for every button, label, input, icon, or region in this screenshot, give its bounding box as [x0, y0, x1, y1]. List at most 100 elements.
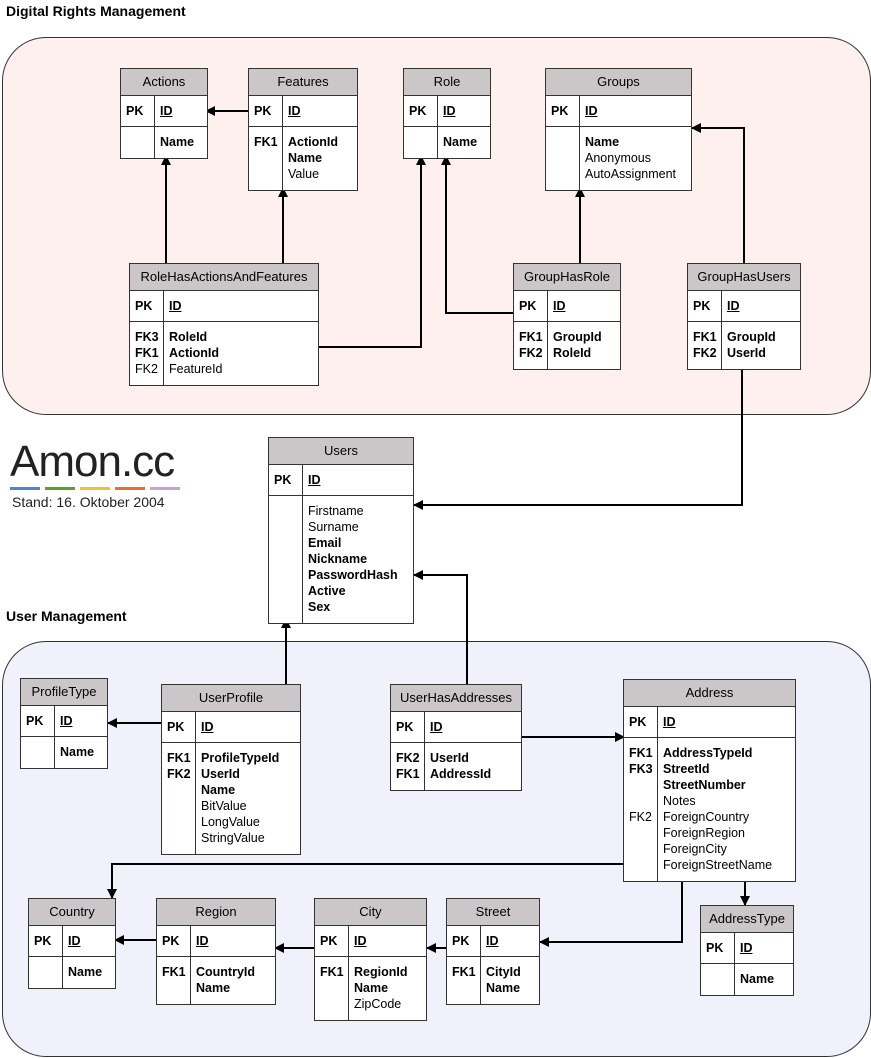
key-label: FK1: [396, 767, 420, 781]
field-name: Name: [160, 135, 195, 149]
field-name: GroupId: [553, 330, 602, 344]
field-name: Surname: [308, 520, 359, 534]
key-label: FK2: [693, 346, 717, 360]
pk-field: ID: [486, 934, 499, 948]
key-label: [629, 841, 657, 857]
key-label: FK1: [519, 330, 543, 344]
field-name: Name: [740, 972, 775, 986]
key-label: FK2: [396, 751, 420, 765]
field-column: Name: [438, 127, 477, 158]
entity-title: AddressType: [701, 906, 793, 933]
field-name: Nickname: [308, 552, 368, 566]
field-name: RoleId: [553, 346, 592, 360]
pk-label: PK: [701, 933, 735, 963]
field-name: Anonymous: [585, 151, 652, 165]
key-label: [551, 134, 579, 150]
field-name: CityId: [486, 965, 521, 979]
field-name: ActionId: [169, 346, 219, 360]
key-label: [629, 825, 657, 841]
primary-key-row: PK ID: [249, 96, 357, 127]
field-name: ActionId: [288, 135, 338, 149]
pk-field: ID: [169, 299, 182, 313]
field-column: Name: [735, 964, 774, 995]
key-column: FK1: [315, 957, 349, 1020]
entity-title: Role: [404, 69, 490, 96]
field-name: StringValue: [201, 831, 265, 845]
pk-label: PK: [546, 96, 580, 126]
field-name: Name: [196, 981, 231, 995]
field-name: RegionId: [354, 965, 408, 979]
drm-section-title: Digital Rights Management: [6, 3, 186, 19]
pk-label: PK: [249, 96, 283, 126]
pk-label: PK: [121, 96, 155, 126]
key-label: [126, 134, 154, 150]
entity-title: GroupHasRole: [514, 264, 620, 291]
rel-grouphasusers-users: [413, 365, 743, 510]
pk-label: PK: [269, 465, 303, 495]
key-column: [21, 737, 55, 768]
key-label: FK1: [320, 965, 344, 979]
pk-field: ID: [443, 104, 456, 118]
field-name: UserId: [727, 346, 766, 360]
key-label: FK1: [162, 965, 186, 979]
key-label: [409, 134, 437, 150]
key-label: [162, 980, 190, 996]
pk-label: PK: [157, 926, 191, 956]
entity-title: UserProfile: [162, 685, 300, 712]
key-label: [254, 150, 282, 166]
field-name: Name: [288, 151, 323, 165]
key-label: FK1: [167, 751, 191, 765]
field-name: StreetNumber: [663, 778, 746, 792]
pk-field: ID: [663, 715, 676, 729]
um-section-title: User Management: [6, 608, 127, 624]
logo-text: Amon.cc: [10, 437, 175, 486]
field-name: AddressId: [430, 767, 492, 781]
field-name: ForeignCountry: [663, 810, 750, 824]
pk-field: ID: [288, 104, 301, 118]
attribute-rows: Name: [29, 957, 115, 988]
entity-title: Region: [157, 899, 275, 926]
pk-label: PK: [21, 706, 55, 736]
field-name: Name: [201, 783, 236, 797]
rel-grouphasusers-groups: [691, 123, 745, 263]
entity-title: Street: [447, 899, 539, 926]
field-name: AddressTypeId: [663, 746, 753, 760]
pk-label: PK: [130, 291, 164, 321]
field-name: Name: [68, 965, 103, 979]
pk-label: PK: [404, 96, 438, 126]
key-label: [274, 535, 302, 551]
key-column: FK1: [447, 957, 481, 1004]
key-label: [167, 798, 195, 814]
pk-field: ID: [553, 299, 566, 313]
key-label: [629, 793, 657, 809]
field-name: Firstname: [308, 504, 364, 518]
key-label: [629, 777, 657, 793]
